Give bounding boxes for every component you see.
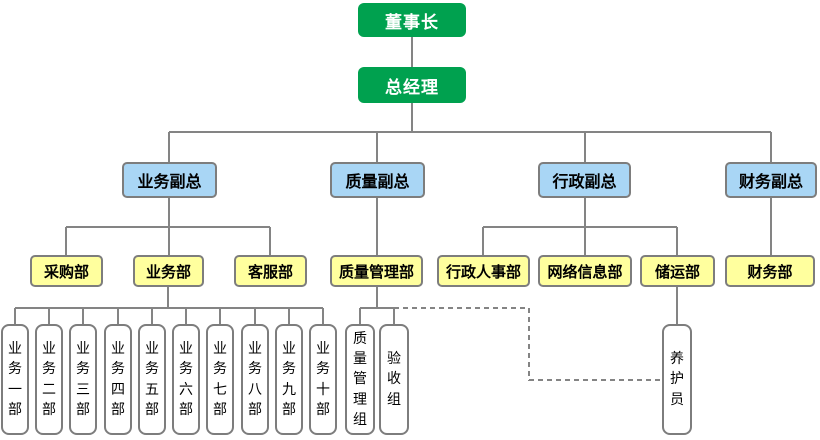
connector-line [676, 227, 678, 255]
org-node-team-business-4: 业 务 四 部 [104, 324, 132, 435]
connector-line [584, 227, 586, 255]
org-node-team-business-7: 业 务 七 部 [206, 324, 234, 435]
org-node-team-business-9: 业 务 九 部 [275, 324, 303, 435]
connector-line [359, 308, 361, 324]
org-node-dept-network-info: 网络信息部 [538, 255, 632, 287]
connector-line-dashed [394, 307, 529, 309]
org-node-team-acceptance-group: 验 收 组 [379, 324, 409, 435]
connector-line [376, 132, 378, 162]
connector-line [151, 308, 153, 324]
connector-line [376, 287, 378, 308]
org-node-dept-customer-service: 客服部 [234, 255, 307, 287]
org-node-team-business-2: 业 务 二 部 [35, 324, 63, 435]
connector-line [15, 307, 323, 309]
connector-line-dashed [528, 308, 530, 381]
connector-line [770, 198, 772, 255]
connector-line [288, 308, 290, 324]
org-node-vp-quality: 质量副总 [330, 162, 425, 198]
connector-line [269, 227, 271, 255]
org-node-dept-admin-hr: 行政人事部 [437, 255, 530, 287]
connector-line [168, 132, 170, 162]
org-node-team-business-3: 业 务 三 部 [69, 324, 97, 435]
org-node-vp-business: 业务副总 [122, 162, 217, 198]
connector-line [168, 227, 170, 255]
org-node-team-business-5: 业 务 五 部 [138, 324, 166, 435]
connector-line [65, 227, 67, 255]
connector-line [584, 198, 586, 227]
connector-line [167, 287, 169, 308]
connector-line [411, 103, 413, 132]
org-node-dept-storage-transport: 储运部 [640, 255, 715, 287]
connector-line-dashed [529, 379, 662, 381]
org-node-team-business-1: 业 务 一 部 [1, 324, 29, 435]
connector-line [676, 287, 678, 324]
org-node-team-business-6: 业 务 六 部 [172, 324, 200, 435]
org-node-vp-finance: 财务副总 [725, 162, 817, 198]
org-node-dept-quality-mgmt: 质量管理部 [330, 255, 423, 287]
connector-line [185, 308, 187, 324]
connector-line [411, 37, 413, 67]
connector-line [48, 308, 50, 324]
connector-line [254, 308, 256, 324]
connector-line [14, 308, 16, 324]
org-node-vp-admin: 行政副总 [538, 162, 631, 198]
connector-line [393, 308, 395, 324]
org-node-general-manager: 总经理 [358, 67, 466, 103]
org-node-team-maintenance-staff: 养 护 员 [662, 324, 692, 435]
org-node-team-business-8: 业 务 八 部 [241, 324, 269, 435]
connector-line [482, 227, 484, 255]
connector-line [360, 307, 394, 309]
connector-line [322, 308, 324, 324]
org-node-dept-purchasing: 采购部 [30, 255, 103, 287]
org-node-team-business-10: 业 务 十 部 [309, 324, 337, 435]
connector-line [219, 308, 221, 324]
connector-line [483, 226, 677, 228]
connector-line [169, 131, 771, 133]
connector-line [376, 198, 378, 255]
org-node-dept-business: 业务部 [133, 255, 204, 287]
org-node-chairman: 董事长 [358, 3, 466, 37]
connector-line [584, 132, 586, 162]
connector-line [117, 308, 119, 324]
org-node-dept-finance: 财务部 [725, 255, 815, 287]
connector-line [168, 198, 170, 227]
org-node-team-quality-mgmt-group: 质 量 管 理 组 [345, 324, 375, 435]
connector-line [82, 308, 84, 324]
connector-line [770, 132, 772, 162]
